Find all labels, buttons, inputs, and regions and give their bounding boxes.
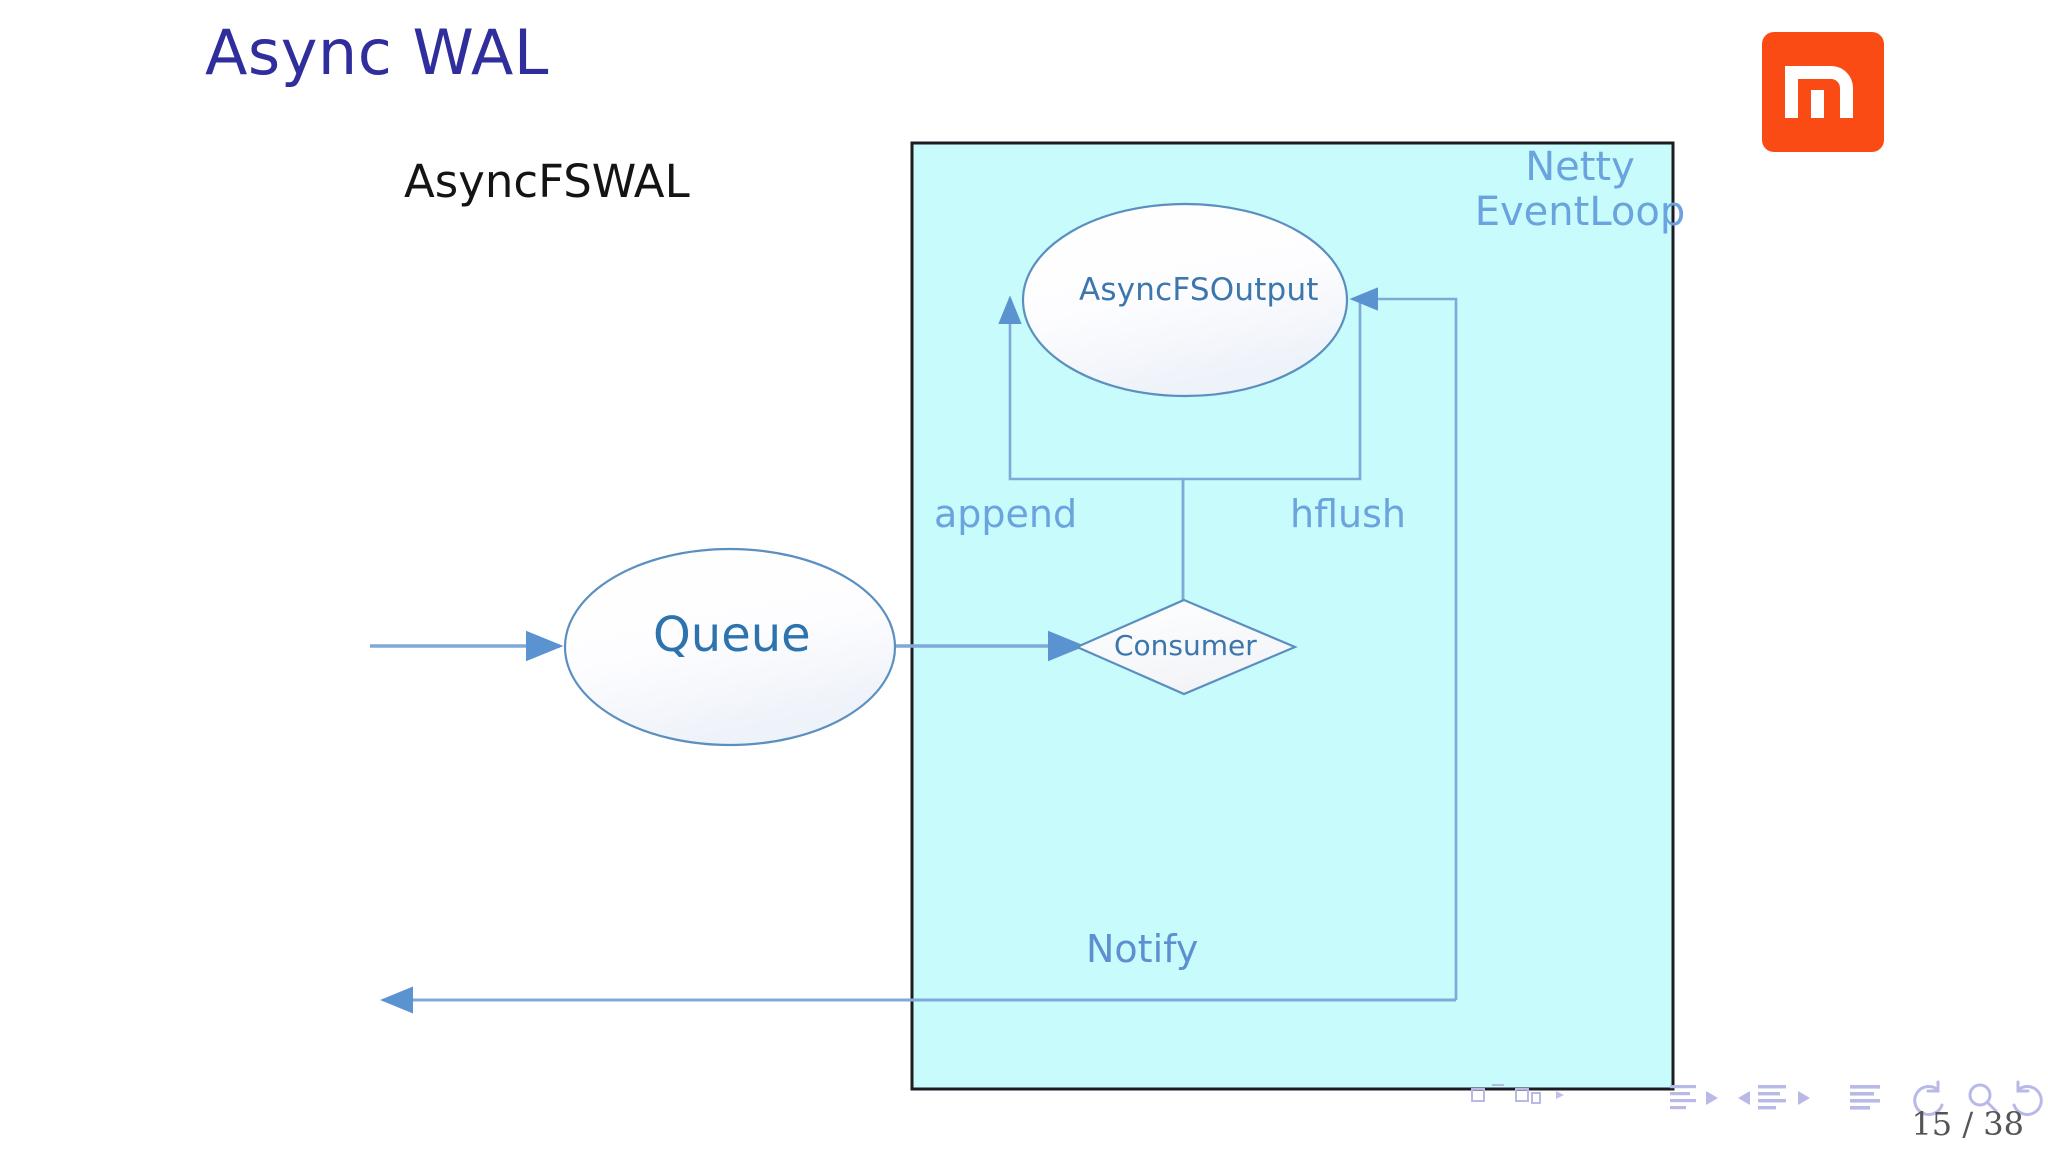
page-title: Async WAL [205,16,549,89]
mi-logotype-i-icon [1785,66,1861,118]
beamer-navigation-bar[interactable] [1470,1076,2048,1120]
edge-hflush [1181,300,1362,647]
beamer-doc-icon[interactable] [1824,1081,1904,1115]
label-asyncfswal: AsyncFSWAL [404,155,690,208]
page-number: 15 / 38 [1911,1105,2024,1143]
label-hflush: hflush [1290,492,1406,536]
beamer-section-icon[interactable] [1724,1081,1824,1115]
mi-logo [1762,32,1884,152]
label-netty-eventloop: Netty EventLoop [1465,145,1695,235]
mi-logotype-icon [1785,66,1853,118]
label-consumer: Consumer [1114,629,1257,662]
label-netty-line1: Netty [1525,144,1635,190]
label-queue: Queue [653,607,811,663]
label-asyncfsoutput: AsyncFSOutput [1079,272,1319,308]
label-netty-line2: EventLoop [1474,188,1686,235]
beamer-back-search-forward-icons[interactable] [1904,1078,2048,1118]
edge-netty-callback [1349,287,1458,1000]
label-notify: Notify [1086,927,1199,971]
edge-append [998,295,1185,647]
beamer-slide-icon-group[interactable] [1470,1083,1666,1113]
label-append: append [934,492,1078,536]
beamer-subsection-icon[interactable] [1666,1081,1724,1115]
